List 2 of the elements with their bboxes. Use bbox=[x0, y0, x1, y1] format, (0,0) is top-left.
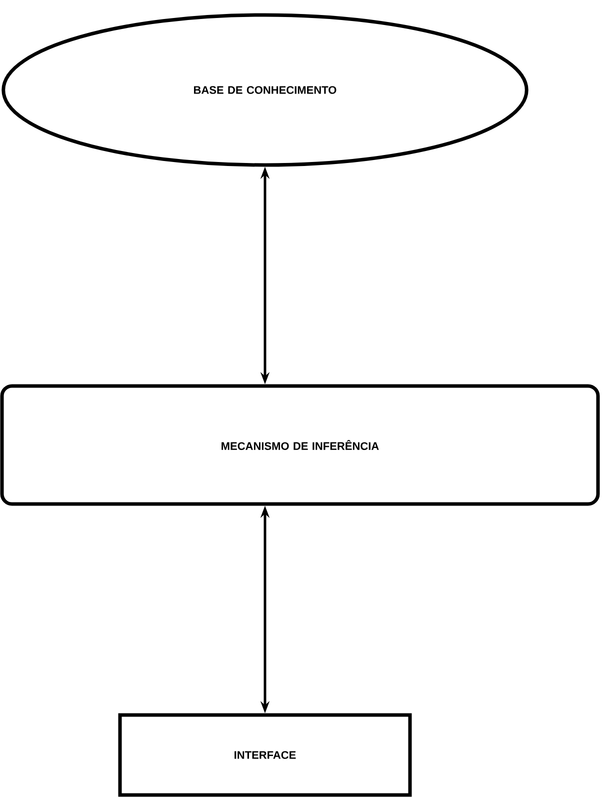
process-box: INTERFACE bbox=[118, 713, 412, 797]
process-box: MECANISMO DE INFERÊNCIA bbox=[0, 384, 600, 506]
